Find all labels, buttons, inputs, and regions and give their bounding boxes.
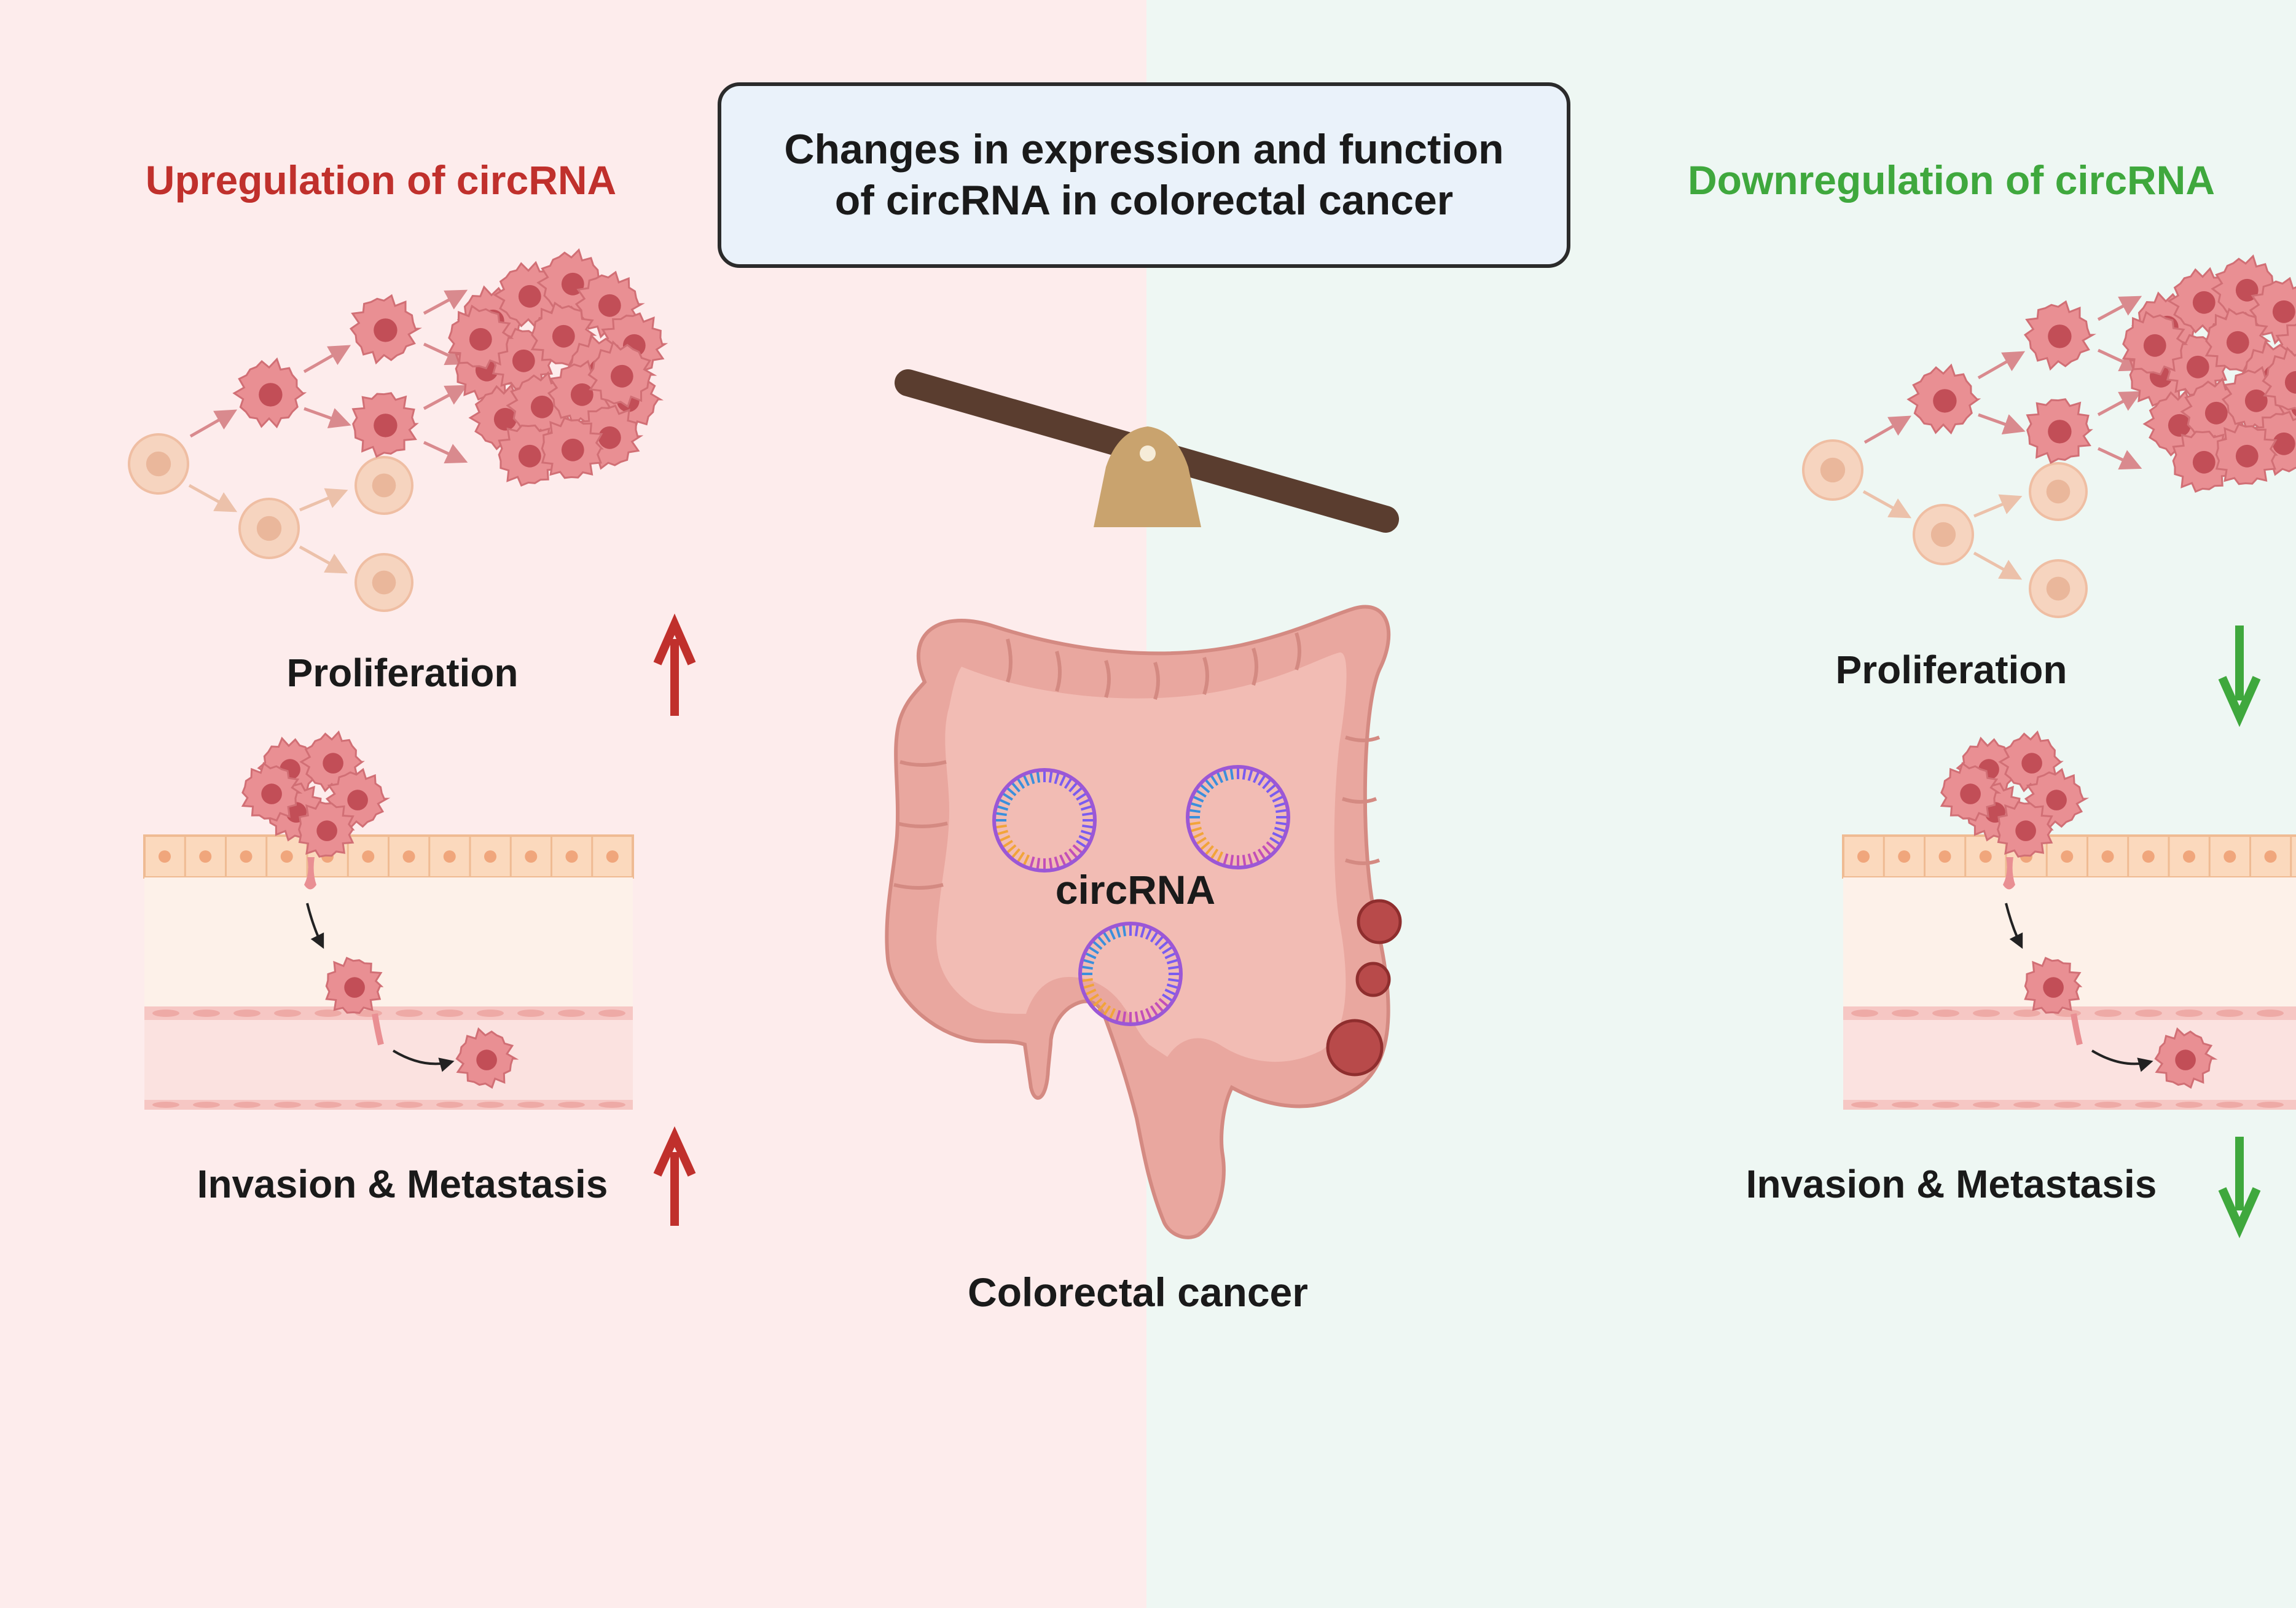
tumor-cell-icon bbox=[447, 304, 514, 370]
normal-cell-icon bbox=[128, 433, 189, 495]
normal-cell-icon bbox=[2029, 462, 2088, 521]
cancer-cell-icon bbox=[2026, 398, 2093, 465]
right-proliferation-label: Proliferation bbox=[1835, 648, 2067, 692]
title-line-2: of circRNA in colorectal cancer bbox=[834, 177, 1454, 224]
migrating-cell-icon bbox=[325, 957, 384, 1014]
circrna-ring-icon bbox=[1078, 922, 1183, 1026]
epithelial-layer bbox=[143, 834, 634, 879]
circulating-cell-icon bbox=[455, 1027, 519, 1089]
right-invasion-label: Invasion & Metastasis bbox=[1746, 1162, 2157, 1206]
progression-arrow bbox=[423, 289, 468, 315]
title-line-1: Changes in expression and function bbox=[784, 126, 1504, 173]
normal-cell-icon bbox=[1802, 439, 1863, 501]
progression-arrow bbox=[303, 345, 351, 374]
normal-cell-icon bbox=[355, 456, 413, 515]
proliferation-schematic-right bbox=[1802, 254, 2296, 618]
tumor-cell-icon bbox=[298, 801, 355, 858]
progression-arrow bbox=[1973, 551, 2023, 580]
tumor-cluster-icon bbox=[447, 248, 668, 487]
cancer-cell-icon bbox=[1906, 363, 1981, 435]
invasion-schematic-right bbox=[1842, 730, 2296, 1110]
colon-icon bbox=[885, 605, 1402, 1239]
left-invasion-label: Invasion & Metastasis bbox=[197, 1162, 608, 1206]
tumor-cell-icon bbox=[1940, 761, 2002, 822]
tumor-cell-icon bbox=[241, 761, 303, 822]
seesaw-icon bbox=[895, 369, 1399, 533]
migration-arrow bbox=[306, 903, 324, 949]
cancer-cell-icon bbox=[351, 392, 419, 458]
tumor-cell-icon bbox=[1997, 801, 2054, 858]
progression-arrow bbox=[188, 484, 238, 512]
progression-arrow bbox=[423, 385, 468, 410]
normal-cell-icon bbox=[238, 498, 300, 559]
circrna-ring-icon bbox=[1186, 765, 1290, 869]
circulating-cell-icon bbox=[2154, 1027, 2218, 1089]
cancer-cell-icon bbox=[2023, 300, 2096, 371]
progression-arrow bbox=[189, 409, 238, 438]
progression-arrow bbox=[1863, 415, 1912, 444]
invading-cell-tail bbox=[2003, 857, 2015, 890]
progression-arrow bbox=[2097, 447, 2142, 470]
circrna-ring-icon bbox=[992, 768, 1097, 873]
progression-arrow bbox=[1977, 351, 2026, 380]
migrating-cell-icon bbox=[2024, 957, 2083, 1014]
tumor-cell-icon bbox=[587, 340, 657, 408]
progression-arrow bbox=[299, 488, 348, 512]
tumor-cell-icon bbox=[2262, 346, 2296, 411]
invading-cell-tail bbox=[304, 857, 316, 890]
tumor-cluster-icon bbox=[1940, 730, 2090, 858]
left-heading: Upregulation of circRNA bbox=[145, 157, 617, 203]
migration-arrow bbox=[2005, 903, 2023, 949]
progression-arrow bbox=[1978, 413, 2026, 435]
metastasis-arrow bbox=[2091, 1049, 2153, 1072]
progression-arrow bbox=[2097, 296, 2142, 321]
left-proliferation-label: Proliferation bbox=[286, 651, 519, 695]
cancer-cell-icon bbox=[232, 357, 307, 429]
arrow-up-invasion-icon bbox=[653, 1126, 696, 1226]
tumor-cell-icon bbox=[2122, 310, 2188, 376]
arrow-down-proliferation-icon bbox=[2218, 626, 2261, 728]
normal-cell-icon bbox=[355, 553, 413, 612]
metastasis-arrow bbox=[392, 1049, 455, 1072]
blood-vessel bbox=[1843, 1006, 2296, 1110]
tumor-cluster-icon bbox=[241, 730, 391, 858]
stroma-layer bbox=[144, 877, 633, 1006]
progression-arrow bbox=[299, 545, 348, 574]
epithelial-layer bbox=[1842, 834, 2296, 879]
circrna-rings bbox=[992, 765, 1290, 1026]
progression-arrow bbox=[304, 407, 351, 429]
normal-cell-icon bbox=[1913, 504, 1974, 565]
progression-arrow bbox=[1973, 494, 2023, 518]
cancer-cell-icon bbox=[349, 294, 422, 365]
progression-arrow bbox=[2097, 391, 2142, 417]
progression-arrow bbox=[1862, 490, 1912, 519]
invasion-schematic-left bbox=[143, 730, 634, 1110]
title-box: Changes in expression and function of ci… bbox=[718, 82, 1570, 268]
tumor-cell-icon bbox=[2215, 423, 2278, 485]
normal-cell-icon bbox=[2029, 559, 2088, 618]
right-heading: Downregulation of circRNA bbox=[1687, 157, 2216, 203]
arrow-up-proliferation-icon bbox=[653, 613, 696, 716]
tumor-cell-icon bbox=[541, 417, 604, 479]
arrow-down-invasion-icon bbox=[2218, 1137, 2261, 1239]
tumor-cluster-icon bbox=[2122, 254, 2296, 493]
proliferation-schematic-left bbox=[128, 248, 668, 612]
blood-vessel bbox=[144, 1006, 633, 1110]
colorectal-cancer-label: Colorectal cancer bbox=[968, 1269, 1308, 1315]
progression-arrow bbox=[423, 441, 468, 464]
circrna-label: circRNA bbox=[1055, 867, 1216, 912]
